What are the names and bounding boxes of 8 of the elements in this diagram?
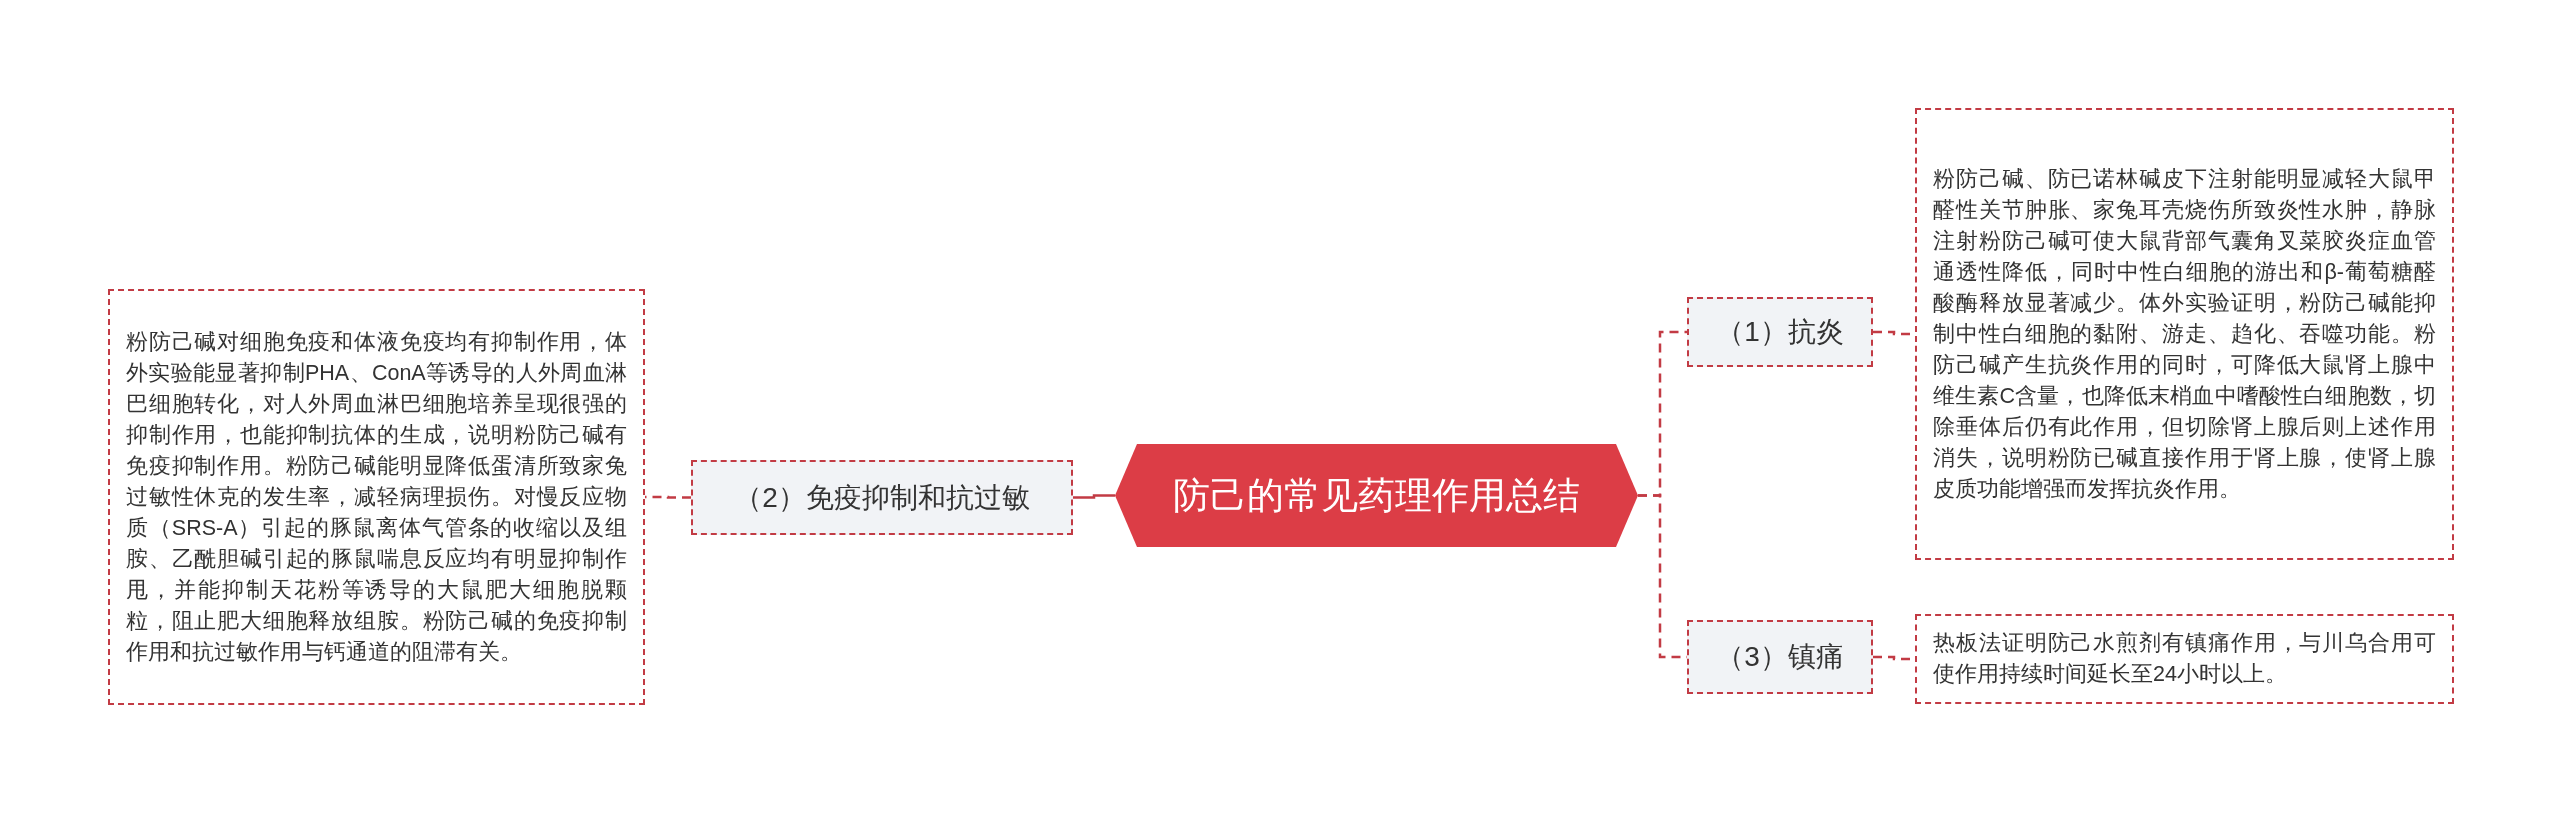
topic-title: 防己的常见药理作用总结 (1173, 473, 1580, 518)
subtopic-box: （1）抗炎 (1687, 297, 1873, 367)
subtopic-box: （2）免疫抑制和抗过敏 (691, 460, 1073, 535)
detail-text-box: 粉防己碱、防已诺林碱皮下注射能明显减轻大鼠甲醛性关节肿胀、家兔耳壳烧伤所致炎性水肿，静脉注射粉防己碱可使大鼠背部气囊角叉菜胶炎症血管通透性降低，同时中性白细胞的游出和β-葡萄糖醛酸酶释放显著减少。体外实验证明，粉防己碱能抑制中性白细胞的黏附、游走、趋化、吞噬功能。粉防己碱产生抗炎作用的同时，可降低大鼠肾上腺中维生素C含量，也降低末梢血中嗜酸性白细胞数，切除垂体后仍有此作用，但切除肾上腺后则上述作用消失，说明粉防已碱直接作用于肾上腺，使肾上腺皮质功能增强而发挥抗炎作用。 (1915, 108, 2454, 560)
connector-line (1073, 494, 1115, 499)
subtopic-box: （3）镇痛 (1687, 620, 1873, 694)
detail-text-box: 粉防己碱对细胞免疫和体液免疫均有抑制作用，体外实验能显著抑制PHA、ConA等诱导的人外周血淋巴细胞转化，对人外周血淋巴细胞培养呈现很强的抑制作用，也能抑制抗体的生成，说明粉防己碱有免疫抑制作用。粉防己碱能明显降低蛋清所致家兔过敏性休克的发生率，减轻病理损伤。对慢反应物质（SRS-A）引起的豚鼠离体气管条的收缩以及组胺、乙酰胆碱引起的豚鼠喘息反应均有明显抑制作甩，并能抑制天花粉等诱导的大鼠肥大细胞脱颗粒，阻止肥大细胞释放组胺。粉防己碱的免疫抑制作用和抗过敏作用与钙通道的阻滞有关。 (108, 289, 645, 705)
detail-text-box: 热板法证明防己水煎剂有镇痛作用，与川乌合用可使作用持续时间延长至24小时以上。 (1915, 614, 2454, 704)
